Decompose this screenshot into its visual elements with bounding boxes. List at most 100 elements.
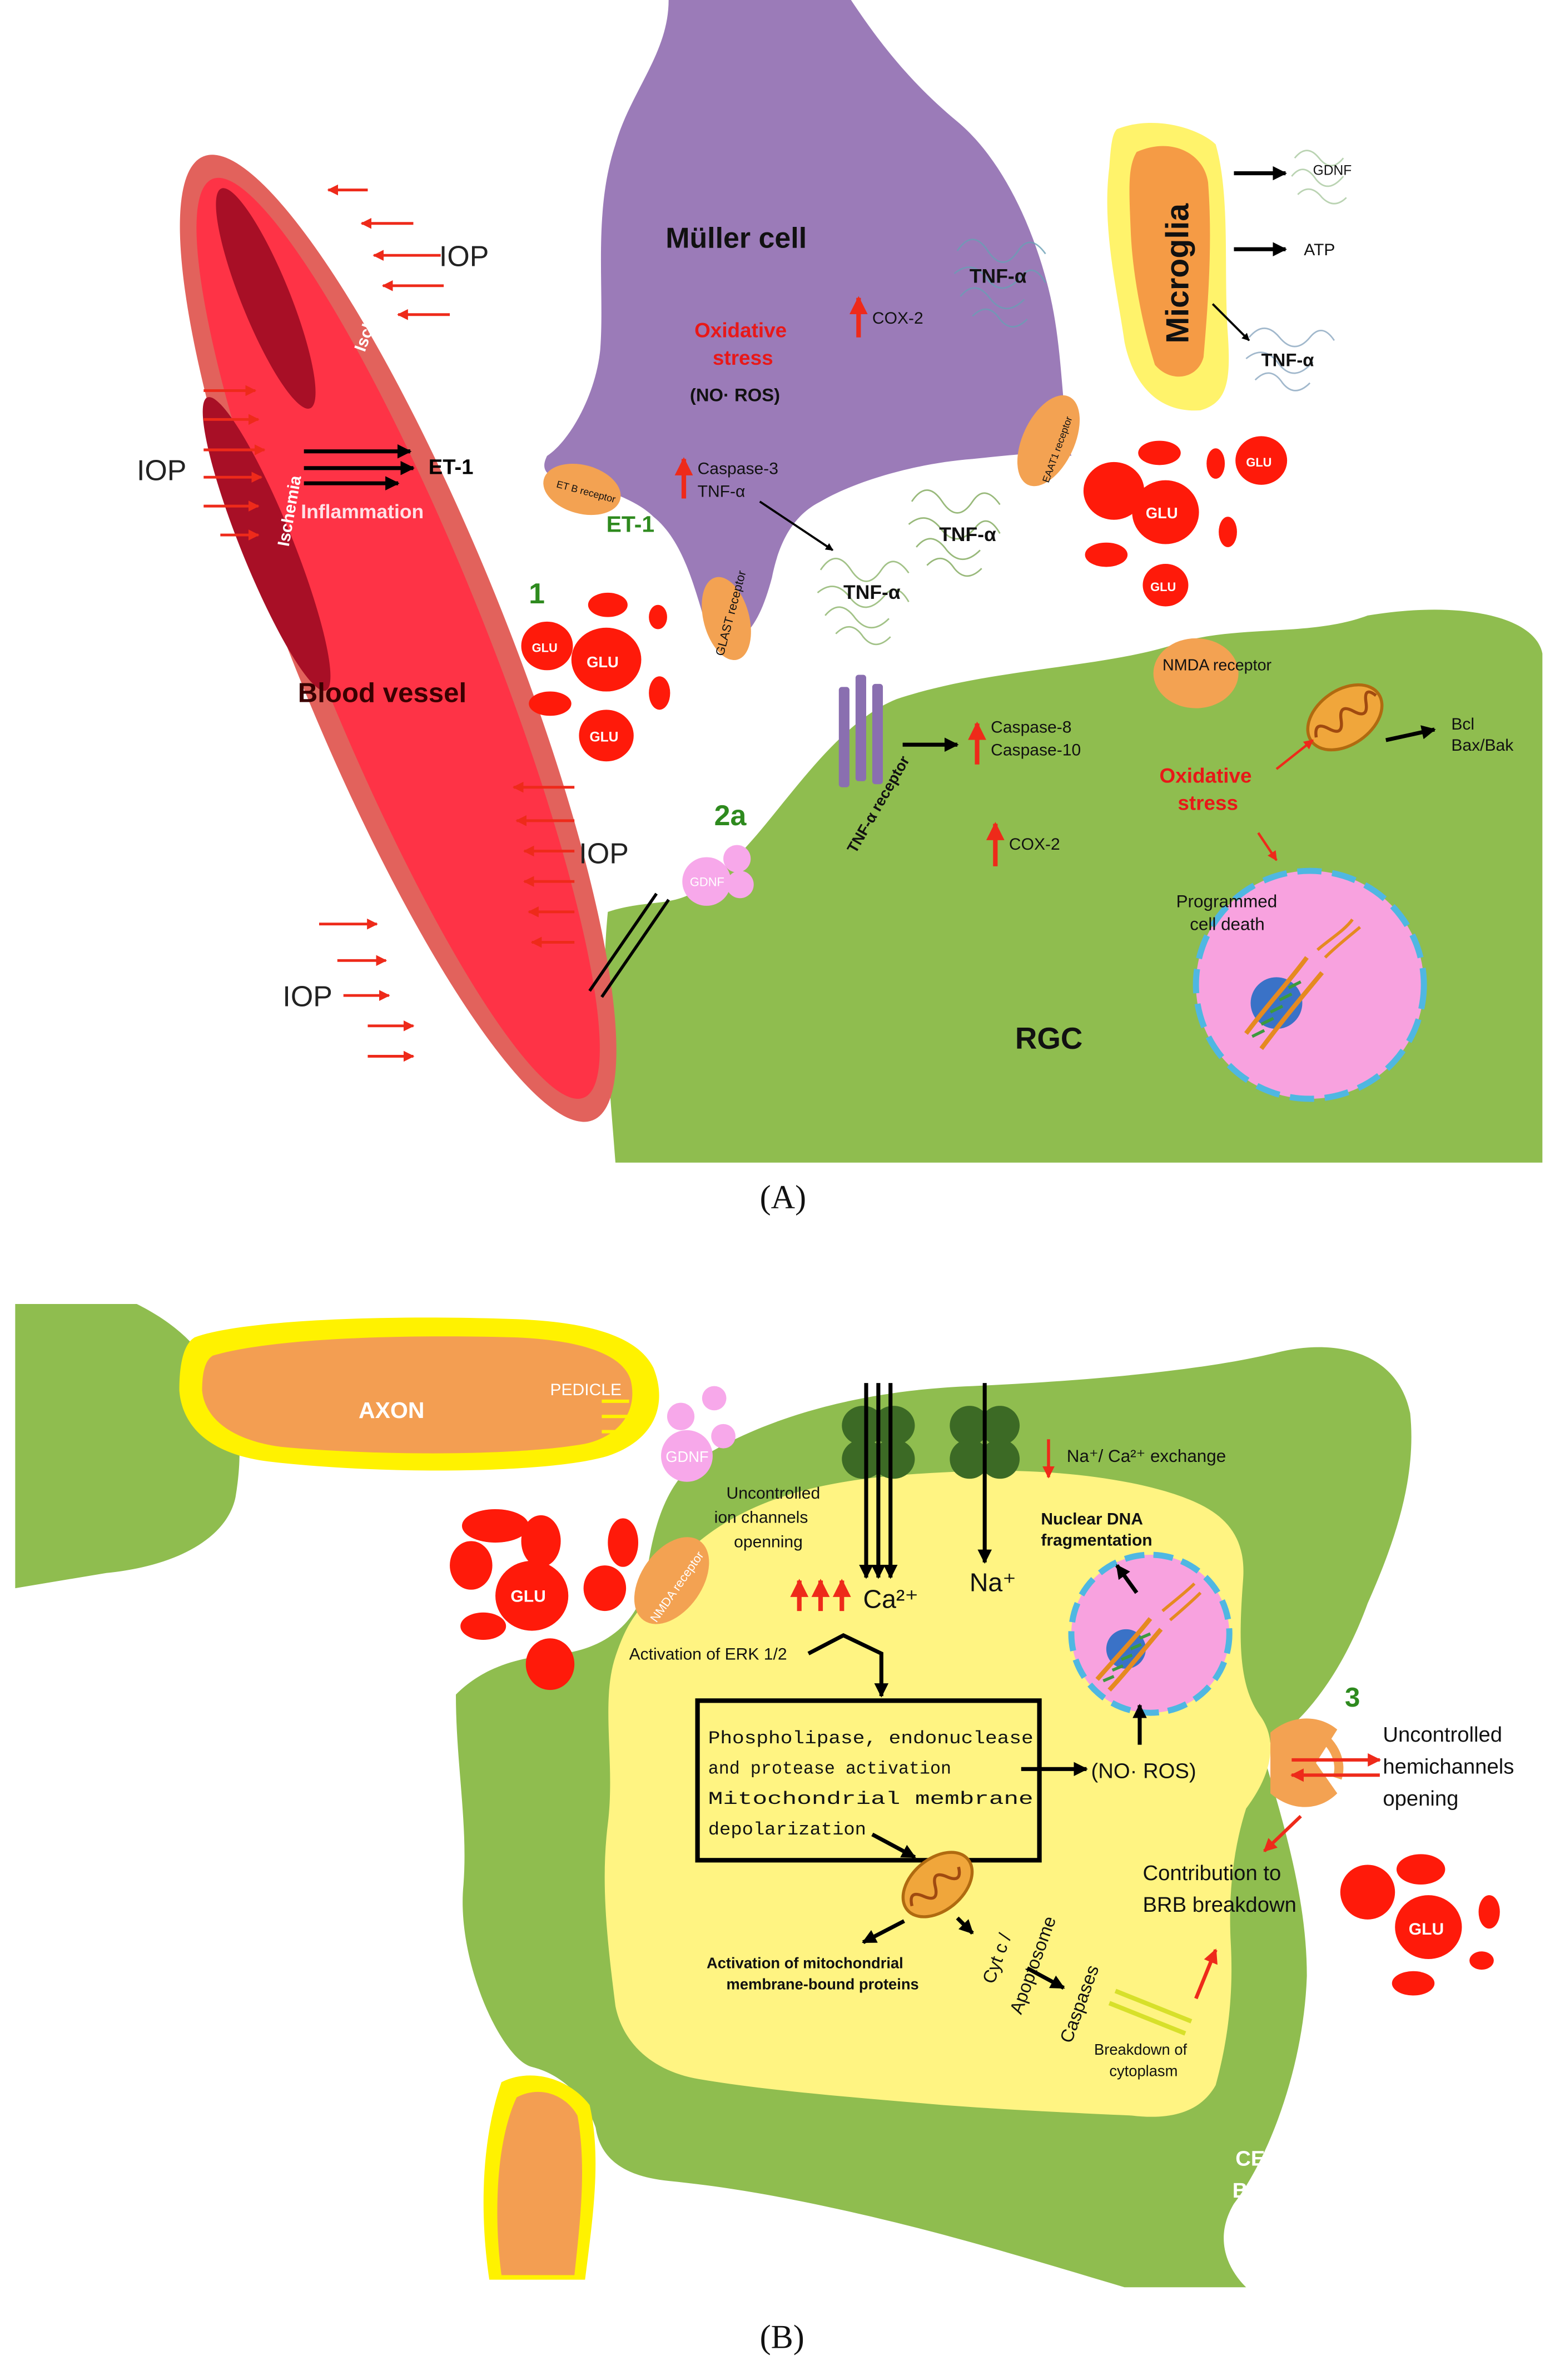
no-ros-label-a: (NO· ROS) — [690, 385, 780, 405]
gdnf-label-b: GDNF — [665, 1448, 708, 1465]
muller-cell — [544, 0, 1071, 646]
uncontrolled-label-3: openning — [734, 1533, 803, 1551]
glu-label-a2: GLU — [587, 653, 619, 671]
iop-arrows — [203, 184, 575, 1062]
glu-cluster-b-left — [450, 1509, 638, 1690]
ischemia-region-left — [202, 397, 331, 691]
hemichannel — [1270, 1718, 1344, 1807]
mito-proteins-label-2: membrane-bound proteins — [727, 1976, 919, 1993]
mito-bcl-arrow — [1385, 725, 1436, 742]
exchange-label: Na⁺/ Ca²⁺ exchange — [1067, 1446, 1226, 1466]
hemichannel-arrows — [1290, 1753, 1382, 1782]
oxidative-stress-rgc-1: Oxidative — [1160, 765, 1252, 787]
apoptosome-caspase-arrow — [1026, 1966, 1065, 1990]
glu-label-a5: GLU — [1150, 580, 1176, 594]
tnfa-label-microglia: TNF-α — [1261, 350, 1314, 370]
box-line-2: and protease activation — [708, 1759, 951, 1779]
hemichannel-label-3: opening — [1383, 1787, 1458, 1811]
contribution-label-2: BRB breakdown — [1142, 1893, 1296, 1917]
mito-proteins-label-1: Activation of mitochondrial — [707, 1954, 903, 1971]
box-line-4: depolarization — [708, 1819, 866, 1840]
ca-influx-arrows — [859, 1383, 898, 1579]
glu-label-a6: GLU — [1246, 455, 1271, 469]
glu-cluster-b-right — [1340, 1854, 1500, 1996]
step-2a-label: 2a — [714, 800, 747, 832]
inflammation-label: Inflammation — [301, 500, 424, 523]
caspase3-label: Caspase-3 — [698, 460, 778, 478]
nuclear-dna-arrow — [1115, 1564, 1139, 1594]
microglia-body — [1129, 146, 1210, 377]
oxidative-stress-label-2: stress — [713, 346, 773, 369]
nmda-receptor-a: NMDA receptor — [1153, 638, 1272, 708]
panel-b: AXON PEDICLE GDNF GLU — [15, 1303, 1514, 2356]
hemichannel-label-1: Uncontrolled — [1383, 1723, 1502, 1747]
step-1-label: 1 — [529, 578, 545, 610]
muller-cell-label: Müller cell — [665, 222, 807, 254]
pedicle-terminals — [602, 1399, 629, 1434]
breakdown-label-2: cytoplasm — [1109, 2062, 1178, 2079]
gdnf-cluster-a — [682, 845, 754, 906]
mito-cytc-arrow — [956, 1916, 974, 1935]
et1-arrows — [304, 444, 415, 490]
microglia-tnfa-arrow — [1211, 303, 1250, 341]
axon — [202, 1336, 633, 1454]
ion-channel-2 — [950, 1406, 1020, 1479]
dna-fragments-a — [1244, 918, 1362, 1050]
bcl-label: Bcl — [1451, 715, 1474, 733]
caption-a: (A) — [760, 1179, 806, 1216]
iop-label-right: IOP — [579, 837, 628, 870]
tnfa-label-3: TNF-α — [843, 581, 901, 603]
tnfa-release-arrow — [759, 500, 834, 551]
gdnf-label-a: GDNF — [690, 875, 724, 889]
dna-fragments-b — [1095, 1582, 1202, 1692]
ca-label: Ca²⁺ — [863, 1585, 918, 1614]
blood-vessel — [180, 155, 617, 1122]
blood-vessel-label: Blood vessel — [298, 678, 466, 708]
contribution-label-1: Contribution to — [1142, 1861, 1281, 1885]
glu-cluster-left — [521, 592, 670, 762]
atp-label: ATP — [1304, 241, 1335, 259]
box-line-1: Phospholipase, endonuclease — [708, 1728, 1034, 1749]
oxidative-stress-label-1: Oxidative — [694, 319, 787, 342]
axon-label: AXON — [359, 1397, 424, 1423]
eaat1-receptor: EAAT1 receptor — [1017, 395, 1080, 487]
hemichannel-brb-arrow — [1263, 1814, 1302, 1853]
axon-stub — [497, 2091, 583, 2275]
box-mito-arrow — [871, 1832, 916, 1859]
breakdown-label-1: Breakdown of — [1094, 2041, 1188, 2058]
microglia-label: Microglia — [1160, 203, 1195, 344]
glu-label-b1: GLU — [510, 1588, 545, 1606]
cell-body-label-2: BODY — [1233, 2179, 1294, 2203]
glu-label-a1: GLU — [532, 641, 558, 654]
cell-body-label-1: CELL — [1235, 2147, 1291, 2171]
pedicle-label: PEDICLE — [550, 1381, 622, 1399]
caspase10-label: Caspase-10 — [991, 741, 1081, 759]
oxstress-nucleus-arrow — [1257, 832, 1278, 861]
nuclear-dna-label-2: fragmentation — [1041, 1531, 1152, 1550]
mito-proteins-arrow — [862, 1919, 905, 1945]
tnfa-label-1: TNF-α — [970, 265, 1027, 287]
tnfa-label-muller: TNF-α — [698, 483, 746, 501]
ischemia-region-top — [216, 188, 316, 409]
uncontrolled-label-2: ion channels — [714, 1509, 808, 1527]
cox2-label-muller: COX-2 — [872, 309, 923, 328]
panel-a: Ischemia Ischemia Inflammation Blood ves… — [137, 0, 1543, 1216]
no-ros-label-b: (NO· ROS) — [1091, 1759, 1196, 1783]
iop-label-left: IOP — [137, 455, 186, 487]
tnfa-protein-2 — [908, 489, 1001, 577]
ca-increase-arrows — [790, 1579, 851, 1612]
tnfa-protein-1 — [953, 239, 1046, 328]
glast-receptor: GLAST receptor — [702, 569, 751, 661]
ion-channel-1 — [842, 1406, 915, 1479]
hemichannel-label-2: hemichannels — [1383, 1755, 1514, 1779]
tnfa-receptor — [838, 675, 883, 787]
mitochondrion-b — [901, 1851, 974, 1918]
cox2-label-rgc: COX-2 — [1009, 835, 1060, 854]
caspase8-label: Caspase-8 — [991, 718, 1071, 736]
box-line-3: Mitochondrial membrane — [708, 1789, 1034, 1809]
nuclear-dna-label-1: Nuclear DNA — [1041, 1510, 1143, 1528]
erk-arrow — [807, 1633, 889, 1698]
rgc-label: RGC — [1015, 1022, 1082, 1055]
activation-box — [695, 1698, 1042, 1863]
